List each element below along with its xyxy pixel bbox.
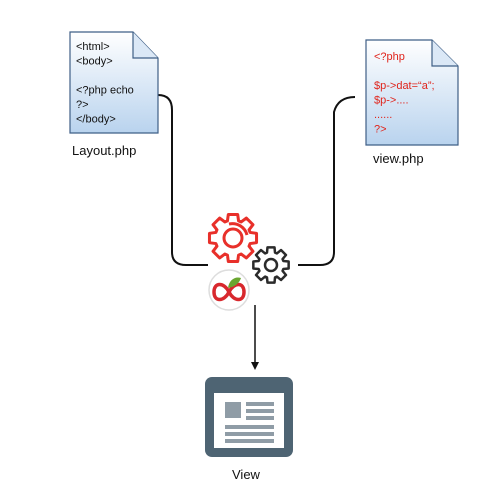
code-line: </body> (76, 114, 116, 126)
code-line: ...... (374, 109, 392, 121)
code-line: <?php (374, 51, 405, 63)
infinity-logo-icon (208, 269, 250, 311)
code-line: $p->.... (374, 95, 409, 107)
connector-layout-to-engine (157, 94, 208, 266)
code-line: ?> (76, 99, 89, 111)
layout-caption: Layout.php (72, 143, 136, 158)
layout-document: <html> <body> <?php echo ?> </body> (69, 31, 159, 134)
browser-window-icon (205, 377, 293, 457)
view-caption: view.php (373, 151, 424, 166)
view-code-lines: <?php $p->dat=“a”; $p->.......... ?> (374, 51, 435, 136)
dark-gear-icon (252, 246, 290, 284)
code-line: <body> (76, 56, 113, 68)
view-output-caption: View (232, 467, 261, 482)
code-line: <?php echo (76, 85, 134, 97)
layout-code-lines: <html> <body> <?php echo ?> </body> (76, 41, 134, 126)
connector-view-to-engine (298, 96, 356, 266)
code-line: <html> (76, 41, 110, 53)
code-line: ?> (374, 124, 387, 136)
red-gear-icon (207, 212, 259, 264)
code-line: $p->dat=“a”; (374, 80, 435, 92)
view-document: <?php $p->dat=“a”; $p->.......... ?> (365, 39, 459, 146)
